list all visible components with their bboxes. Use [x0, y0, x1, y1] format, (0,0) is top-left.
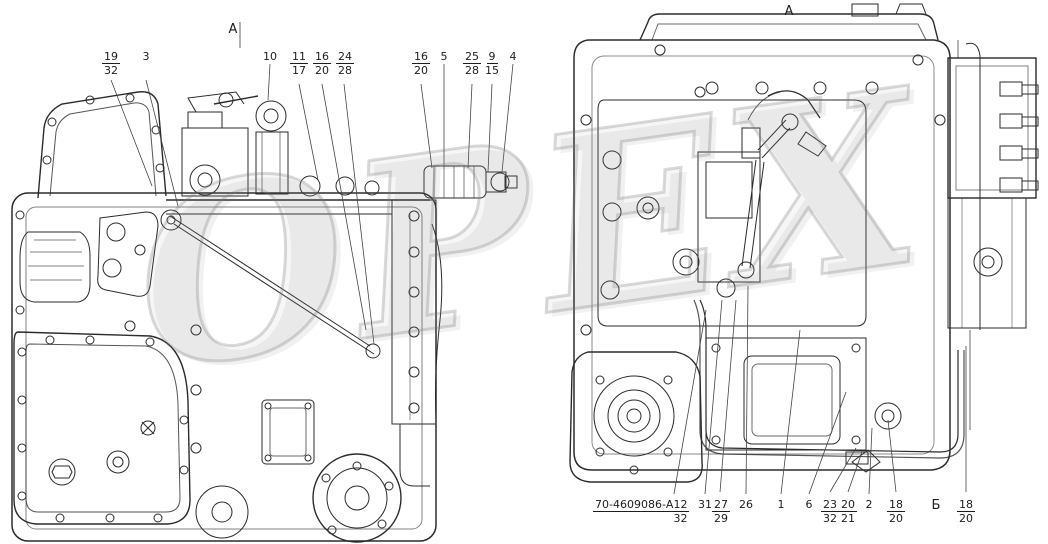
- callout-number: 29: [714, 512, 728, 526]
- callout-16-20: 16 20: [313, 50, 331, 77]
- callout-number: 28: [465, 64, 479, 78]
- callout-20-21: 20 21: [839, 498, 857, 525]
- callout-1: 1: [776, 498, 787, 511]
- callout-number: 18: [957, 498, 975, 513]
- callout-number: 16: [313, 50, 331, 65]
- callout-number: 21: [841, 512, 855, 526]
- callout-4: 4: [508, 50, 519, 63]
- callout-number: 17: [292, 64, 306, 78]
- callout-number: 20: [414, 64, 428, 78]
- callout-number: 31: [698, 498, 712, 511]
- callout-number: 5: [440, 50, 448, 63]
- callout-16-20-b: 16 20: [412, 50, 430, 77]
- callout-9-15: 9 15: [483, 50, 501, 77]
- callout-3: 3: [141, 50, 152, 63]
- callout-number: 10: [263, 50, 277, 63]
- callout-number: 4: [509, 50, 517, 63]
- part-number: 70-4609086-А: [595, 498, 674, 511]
- leader-lines: [110, 22, 967, 495]
- callout-number: 20: [889, 512, 903, 526]
- callout-number: 12: [673, 498, 688, 511]
- callout-number: 27: [712, 498, 730, 513]
- callout-number: 2: [865, 498, 873, 511]
- callout-18-20-b: 18 20: [957, 498, 975, 525]
- callout-24-28: 24 28: [336, 50, 354, 77]
- left-view-drawing: [11, 91, 518, 543]
- callout-18-20: 18 20: [887, 498, 905, 525]
- view-label-b: Б: [930, 498, 943, 514]
- callout-number: 6: [805, 498, 813, 511]
- callout-5: 5: [439, 50, 450, 63]
- callout-number: Б: [931, 498, 941, 513]
- callout-number: 16: [412, 50, 430, 65]
- callout-number: 32: [104, 64, 118, 78]
- callout-number: 11: [290, 50, 308, 65]
- callout-23-32: 23 32: [821, 498, 839, 525]
- callout-number: 28: [338, 64, 352, 78]
- callout-number: 20: [959, 512, 973, 526]
- callout-10: 10: [261, 50, 279, 63]
- callout-25-28: 25 28: [463, 50, 481, 77]
- callout-number: 32: [823, 512, 837, 526]
- callout-number: 25: [463, 50, 481, 65]
- callout-number: 9: [486, 50, 498, 65]
- callout-6: 6: [804, 498, 815, 511]
- callout-number: 20: [315, 64, 329, 78]
- view-label-a-left: A: [228, 22, 238, 37]
- callout-number: 19: [102, 50, 120, 65]
- callout-26: 26: [737, 498, 755, 511]
- part-number-group: 70-4609086-А12 32: [593, 498, 690, 526]
- callout-number: 26: [739, 498, 753, 511]
- callout-number: 20: [839, 498, 857, 513]
- callout-number: 1: [777, 498, 785, 511]
- callout-number: 24: [336, 50, 354, 65]
- callout-number: 15: [485, 64, 499, 78]
- callout-2: 2: [864, 498, 875, 511]
- callout-19-32: 19 32: [102, 50, 120, 77]
- callout-number: 23: [821, 498, 839, 513]
- callout-number: 18: [887, 498, 905, 513]
- callout-number: 3: [142, 50, 150, 63]
- callout-11-17: 11 17: [290, 50, 308, 77]
- right-view-drawing: [569, 3, 1039, 483]
- callout-27-29: 27 29: [712, 498, 730, 525]
- callout-31: 31: [696, 498, 714, 511]
- view-label-a-right: A: [784, 4, 794, 19]
- callout-number: 32: [673, 512, 688, 526]
